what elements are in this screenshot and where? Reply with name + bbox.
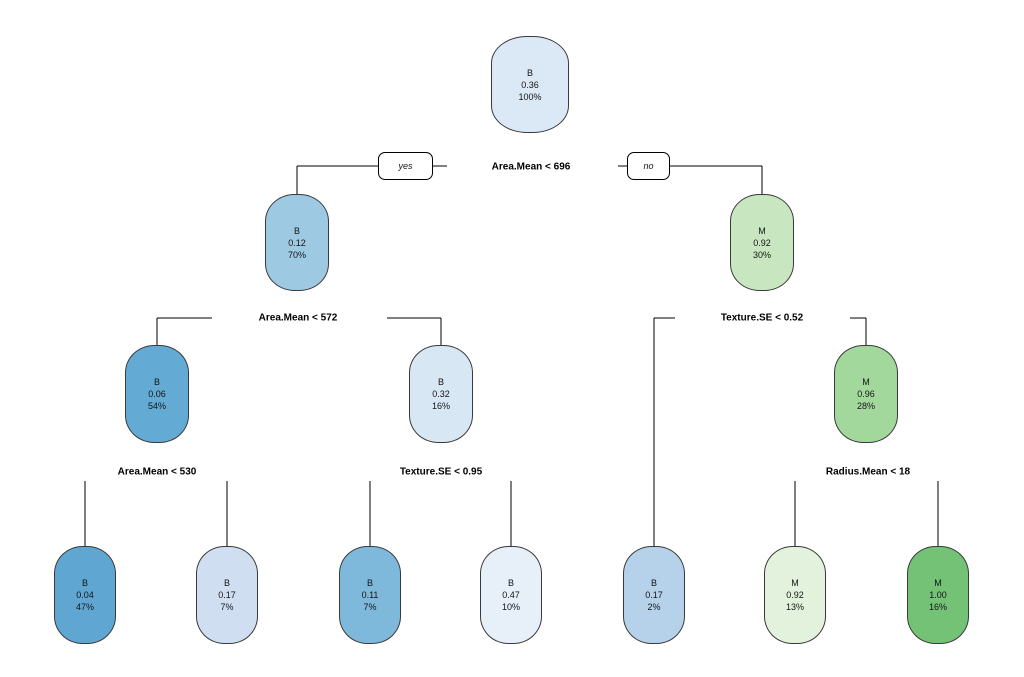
node-class-label: B [507, 578, 514, 588]
tree-node-leaf-M-13: M 0.92 13% [764, 546, 826, 644]
node-percent: 54% [147, 401, 166, 411]
tree-node-node-B-16: B 0.32 16% [409, 345, 473, 443]
tree-node-leaf-M-16: M 1.00 16% [907, 546, 969, 644]
node-percent: 16% [928, 602, 947, 612]
tree-node-leaf-B-47: B 0.04 47% [54, 546, 116, 644]
node-class-label: B [437, 377, 444, 387]
node-probability: 0.11 [361, 590, 379, 600]
node-class-label: B [293, 225, 300, 236]
tree-node-leaf-B-7b: B 0.11 7% [339, 546, 401, 644]
no-branch-badge: no [627, 152, 670, 180]
node-class-label: B [223, 578, 230, 588]
split-label: Texture.SE < 0.52 [716, 312, 808, 324]
split-label: Area.Mean < 696 [487, 161, 575, 173]
tree-node-leaf-B-10: B 0.47 10% [480, 546, 542, 644]
node-percent: 2% [647, 602, 661, 612]
node-percent: 13% [785, 602, 804, 612]
split-label: Texture.SE < 0.95 [395, 466, 487, 478]
yes-branch-badge: yes [378, 152, 433, 180]
node-percent: 7% [220, 602, 234, 612]
node-percent: 47% [75, 602, 94, 612]
node-probability: 0.04 [76, 590, 94, 600]
tree-node-node-M-28: M 0.96 28% [834, 345, 898, 443]
node-percent: 10% [501, 602, 520, 612]
node-probability: 0.47 [502, 590, 520, 600]
node-percent: 7% [363, 602, 377, 612]
node-percent: 100% [518, 91, 542, 102]
node-class-label: B [366, 578, 373, 588]
node-class-label: M [758, 225, 766, 236]
tree-node-leaf-B-7a: B 0.17 7% [196, 546, 258, 644]
node-class-label: B [81, 578, 88, 588]
node-probability: 0.17 [218, 590, 236, 600]
node-probability: 0.17 [645, 590, 663, 600]
node-probability: 0.12 [288, 237, 306, 248]
split-label: Radius.Mean < 18 [821, 466, 915, 478]
node-class-label: B [650, 578, 657, 588]
node-class-label: B [153, 377, 160, 387]
node-percent: 70% [287, 249, 306, 260]
node-class-label: M [934, 578, 942, 588]
node-probability: 0.36 [521, 79, 539, 90]
node-probability: 0.96 [857, 389, 875, 399]
split-label: Area.Mean < 530 [113, 466, 201, 478]
node-probability: 0.06 [148, 389, 166, 399]
node-percent: 30% [752, 249, 771, 260]
node-percent: 16% [431, 401, 450, 411]
node-probability: 0.32 [432, 389, 450, 399]
node-class-label: M [862, 377, 870, 387]
tree-node-node-B-54: B 0.06 54% [125, 345, 189, 443]
node-probability: 0.92 [753, 237, 771, 248]
node-class-label: M [791, 578, 799, 588]
node-percent: 28% [856, 401, 875, 411]
tree-node-leaf-B-2: B 0.17 2% [623, 546, 685, 644]
node-probability: 1.00 [929, 590, 947, 600]
split-label: Area.Mean < 572 [254, 312, 342, 324]
node-probability: 0.92 [786, 590, 804, 600]
node-class-label: B [526, 67, 533, 78]
